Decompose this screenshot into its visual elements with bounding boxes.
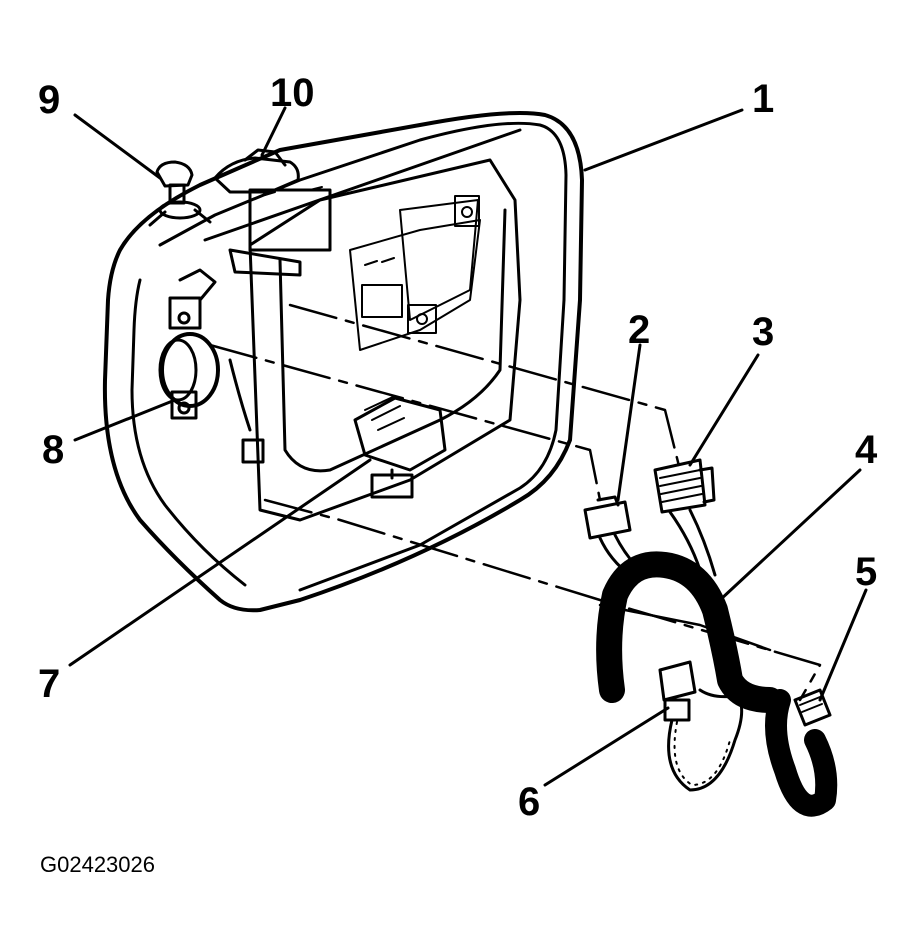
callout-5: 5 xyxy=(855,550,877,594)
top-mount-item-10 xyxy=(213,148,332,277)
callout-2: 2 xyxy=(628,308,650,352)
callout-4: 4 xyxy=(855,428,878,472)
callout-1: 1 xyxy=(752,77,774,121)
connector-item-5 xyxy=(793,688,832,727)
mirror-backing-frame xyxy=(248,158,522,522)
callout-leaders xyxy=(68,106,868,787)
connection-leader-lines xyxy=(208,303,822,702)
mirror-housing xyxy=(102,111,584,613)
switch-connector-item-7 xyxy=(353,395,447,499)
callout-8: 8 xyxy=(42,428,64,472)
connector-item-3 xyxy=(653,458,717,577)
motor-item-8 xyxy=(158,268,265,464)
callout-10: 10 xyxy=(270,71,315,115)
callout-6: 6 xyxy=(518,780,540,824)
knob-item-9 xyxy=(148,160,212,227)
figure-id: G02423026 xyxy=(40,852,155,877)
callout-7: 7 xyxy=(38,662,60,706)
callout-9: 9 xyxy=(38,78,60,122)
callout-labels: 1 2 3 4 5 6 7 8 9 10 xyxy=(38,71,878,824)
harness-loom-item-4 xyxy=(596,551,838,817)
callout-3: 3 xyxy=(752,310,774,354)
